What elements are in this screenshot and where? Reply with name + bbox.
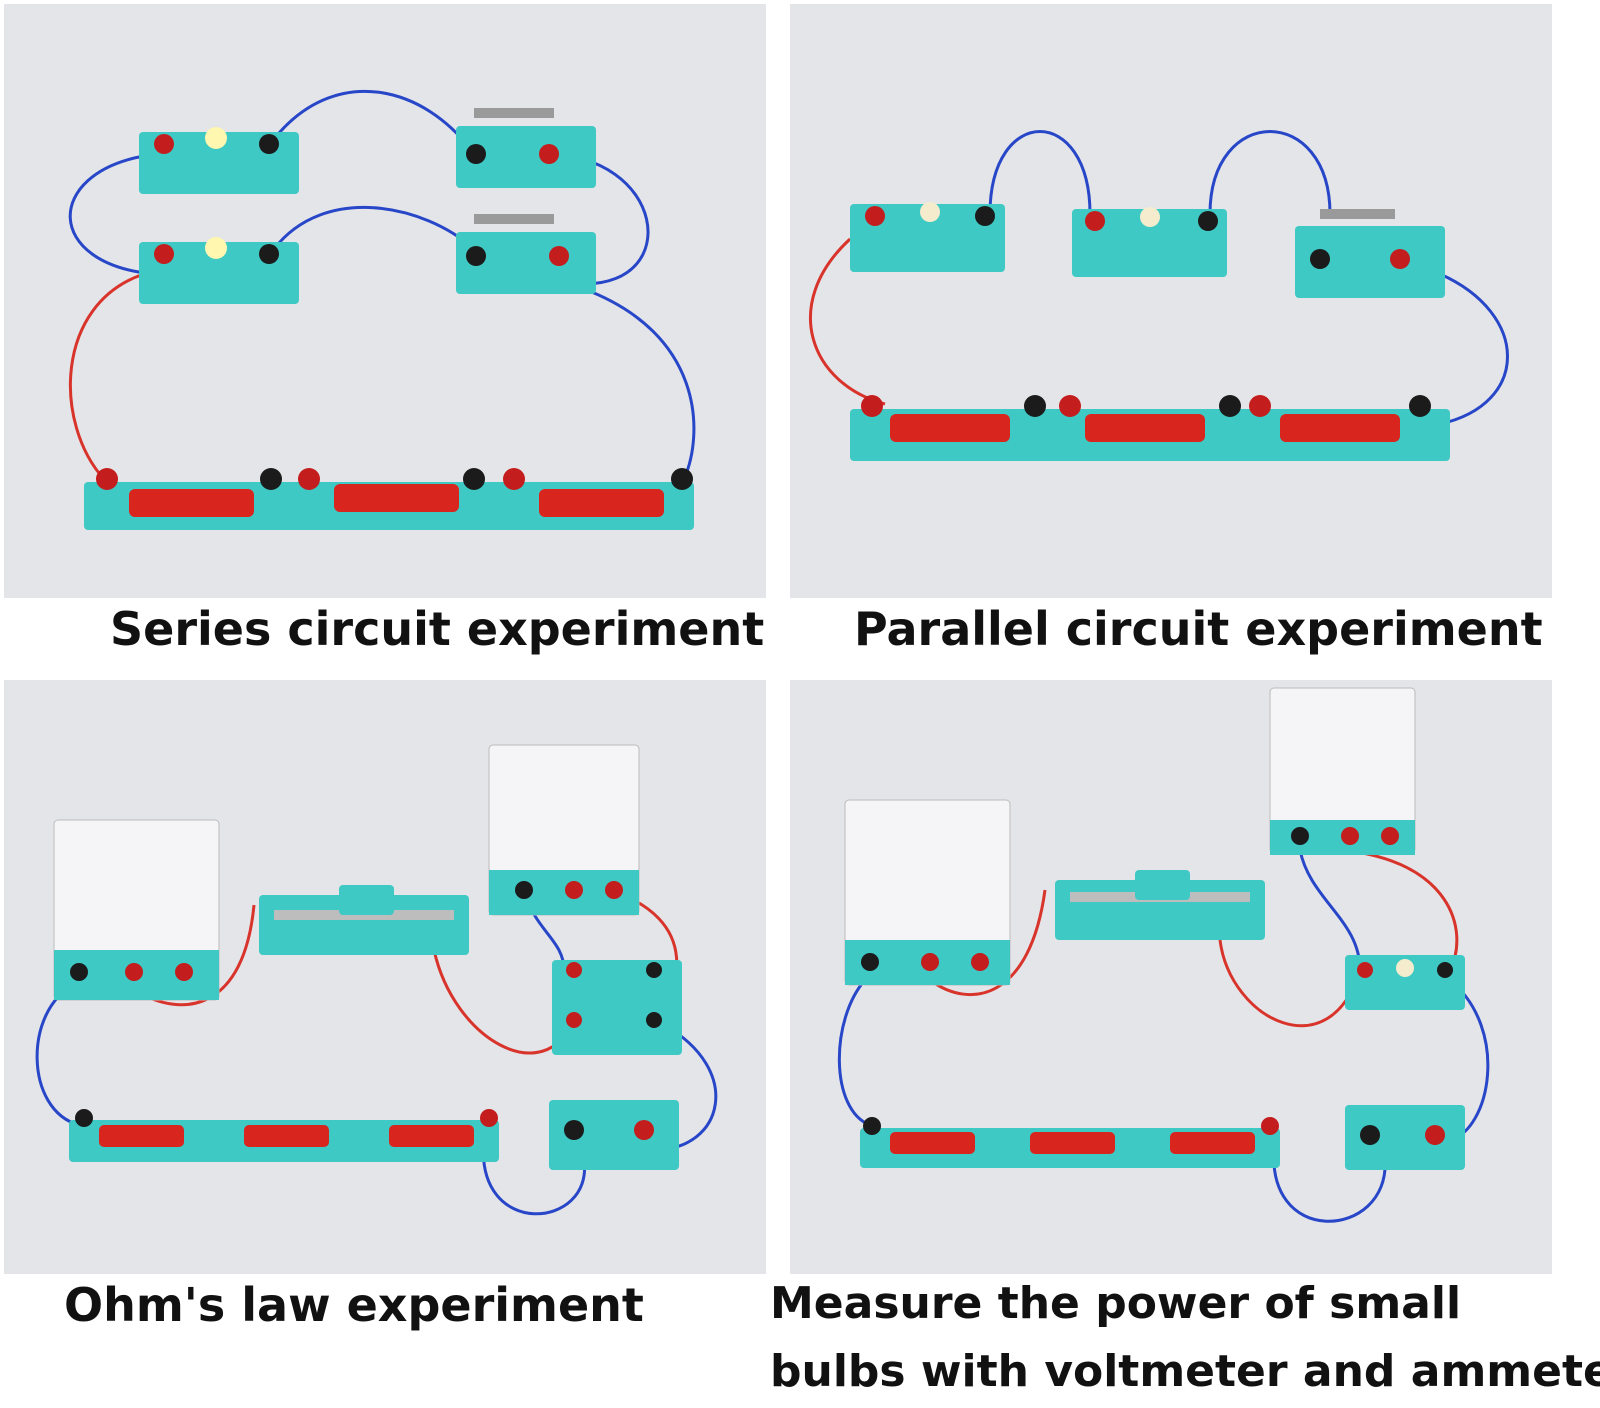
power-measurement-caption-line1: Measure the power of small	[770, 1278, 1462, 1329]
parallel-circuit-photo	[790, 4, 1552, 598]
ohms-law-photo	[4, 680, 766, 1274]
parallel-circuit-caption: Parallel circuit experiment	[854, 602, 1543, 656]
series-circuit-caption: Series circuit experiment	[110, 602, 765, 656]
power-measurement-caption-line2: bulbs with voltmeter and ammeter	[770, 1346, 1600, 1397]
series-circuit-illustration	[68, 90, 696, 530]
power-measurement-illustration	[837, 687, 1490, 1223]
parallel-circuit-illustration	[809, 130, 1509, 461]
power-measurement-photo	[790, 680, 1552, 1274]
ohms-law-illustration	[35, 744, 718, 1216]
ohms-law-caption: Ohm's law experiment	[64, 1278, 644, 1332]
series-circuit-photo	[4, 4, 766, 598]
